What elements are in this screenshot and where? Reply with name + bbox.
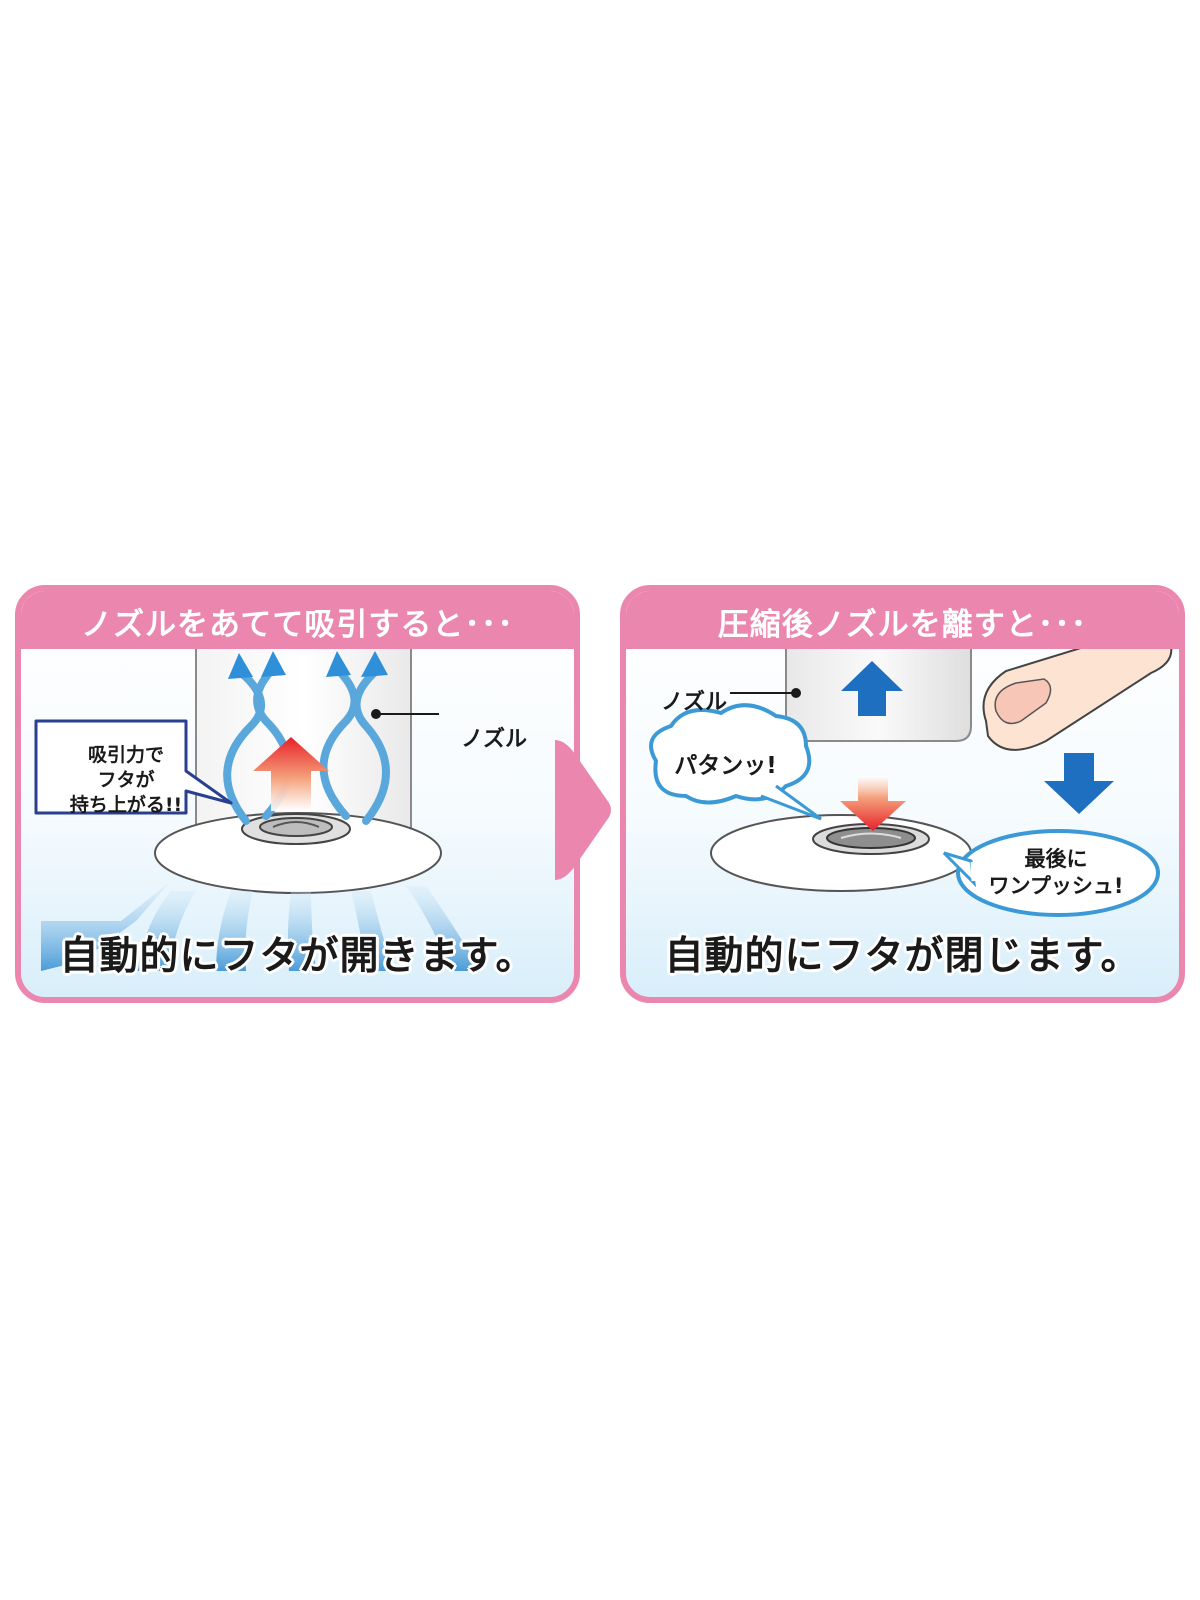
snap-bubble — [649, 703, 822, 821]
push-bubble-text: 最後に ワンプッシュ! — [988, 847, 1124, 898]
nozzle-leader — [730, 688, 801, 698]
panel-open-caption: 自動的にフタが開きます。 — [59, 934, 536, 979]
chevron-right-icon — [555, 740, 611, 880]
panel-open-illustration — [34, 630, 481, 971]
panel-close: 圧縮後ノズルを離すと･･･ ノズル パタンッ! 最後に ワンプッシュ! 自動的に… — [620, 585, 1185, 1003]
valve-disc-icon — [710, 814, 972, 892]
down-arrow-icon — [840, 776, 906, 831]
snap-bubble-text: パタンッ! — [674, 753, 777, 779]
nozzle-leader — [371, 709, 439, 719]
down-arrow-icon — [1044, 753, 1114, 814]
nozzle-label: ノズル — [461, 727, 528, 752]
panel-open-header: ノズルをあてて吸引すると･･･ — [21, 591, 574, 649]
airflow-arrowheads — [228, 651, 388, 679]
up-arrow-icon — [253, 737, 329, 811]
airflow-arrow-icon — [223, 667, 390, 825]
panel-close-illustration — [649, 629, 1173, 917]
panel-open: ノズルをあてて吸引すると･･･ ノズル 吸引力で フタが 持ち上がる!! 自動的… — [15, 585, 580, 1003]
panel-close-caption: 自動的にフタが閉じます。 — [664, 934, 1141, 979]
push-bubble — [942, 829, 1160, 917]
up-arrow-icon — [841, 661, 903, 716]
suction-bubble — [34, 719, 233, 815]
panel-close-header: 圧縮後ノズルを離すと･･･ — [626, 591, 1179, 649]
suction-bubble-text: 吸引力で フタが 持ち上がる!! — [69, 744, 183, 816]
panel-open-header-text: ノズルをあてて吸引すると･･･ — [81, 607, 514, 643]
panel-close-header-text: 圧縮後ノズルを離すと･･･ — [717, 607, 1088, 643]
valve-disc-icon — [154, 812, 442, 894]
airflow-fan-icon — [41, 881, 481, 971]
nozzle-label: ノズル — [661, 690, 728, 715]
